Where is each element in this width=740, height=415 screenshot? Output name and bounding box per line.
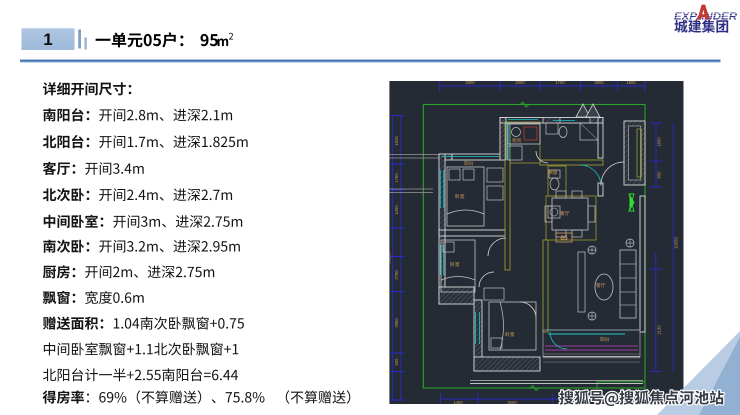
- svg-text:2750: 2750: [394, 270, 399, 280]
- svg-text:2000: 2000: [515, 80, 525, 85]
- svg-text:10650: 10650: [674, 237, 679, 249]
- svg-text:1750: 1750: [394, 173, 399, 183]
- svg-text:1825: 1825: [394, 136, 399, 146]
- svg-text:1650: 1650: [657, 137, 662, 147]
- svg-text:1500: 1500: [626, 80, 636, 85]
- svg-text:600: 600: [394, 358, 399, 366]
- svg-text:2000: 2000: [594, 80, 604, 85]
- svg-text:10825: 10825: [387, 252, 392, 264]
- svg-text:1000: 1000: [394, 205, 399, 215]
- svg-text:2950: 2950: [394, 318, 399, 328]
- svg-text:3200: 3200: [507, 400, 517, 405]
- svg-text:1700: 1700: [555, 80, 565, 85]
- svg-text:850: 850: [657, 171, 662, 179]
- svg-text:05: 05: [560, 235, 568, 242]
- svg-text:1: 1: [43, 30, 52, 49]
- svg-text:2130: 2130: [657, 325, 662, 335]
- svg-text:3300: 3300: [465, 80, 475, 85]
- svg-text:1400: 1400: [453, 400, 463, 405]
